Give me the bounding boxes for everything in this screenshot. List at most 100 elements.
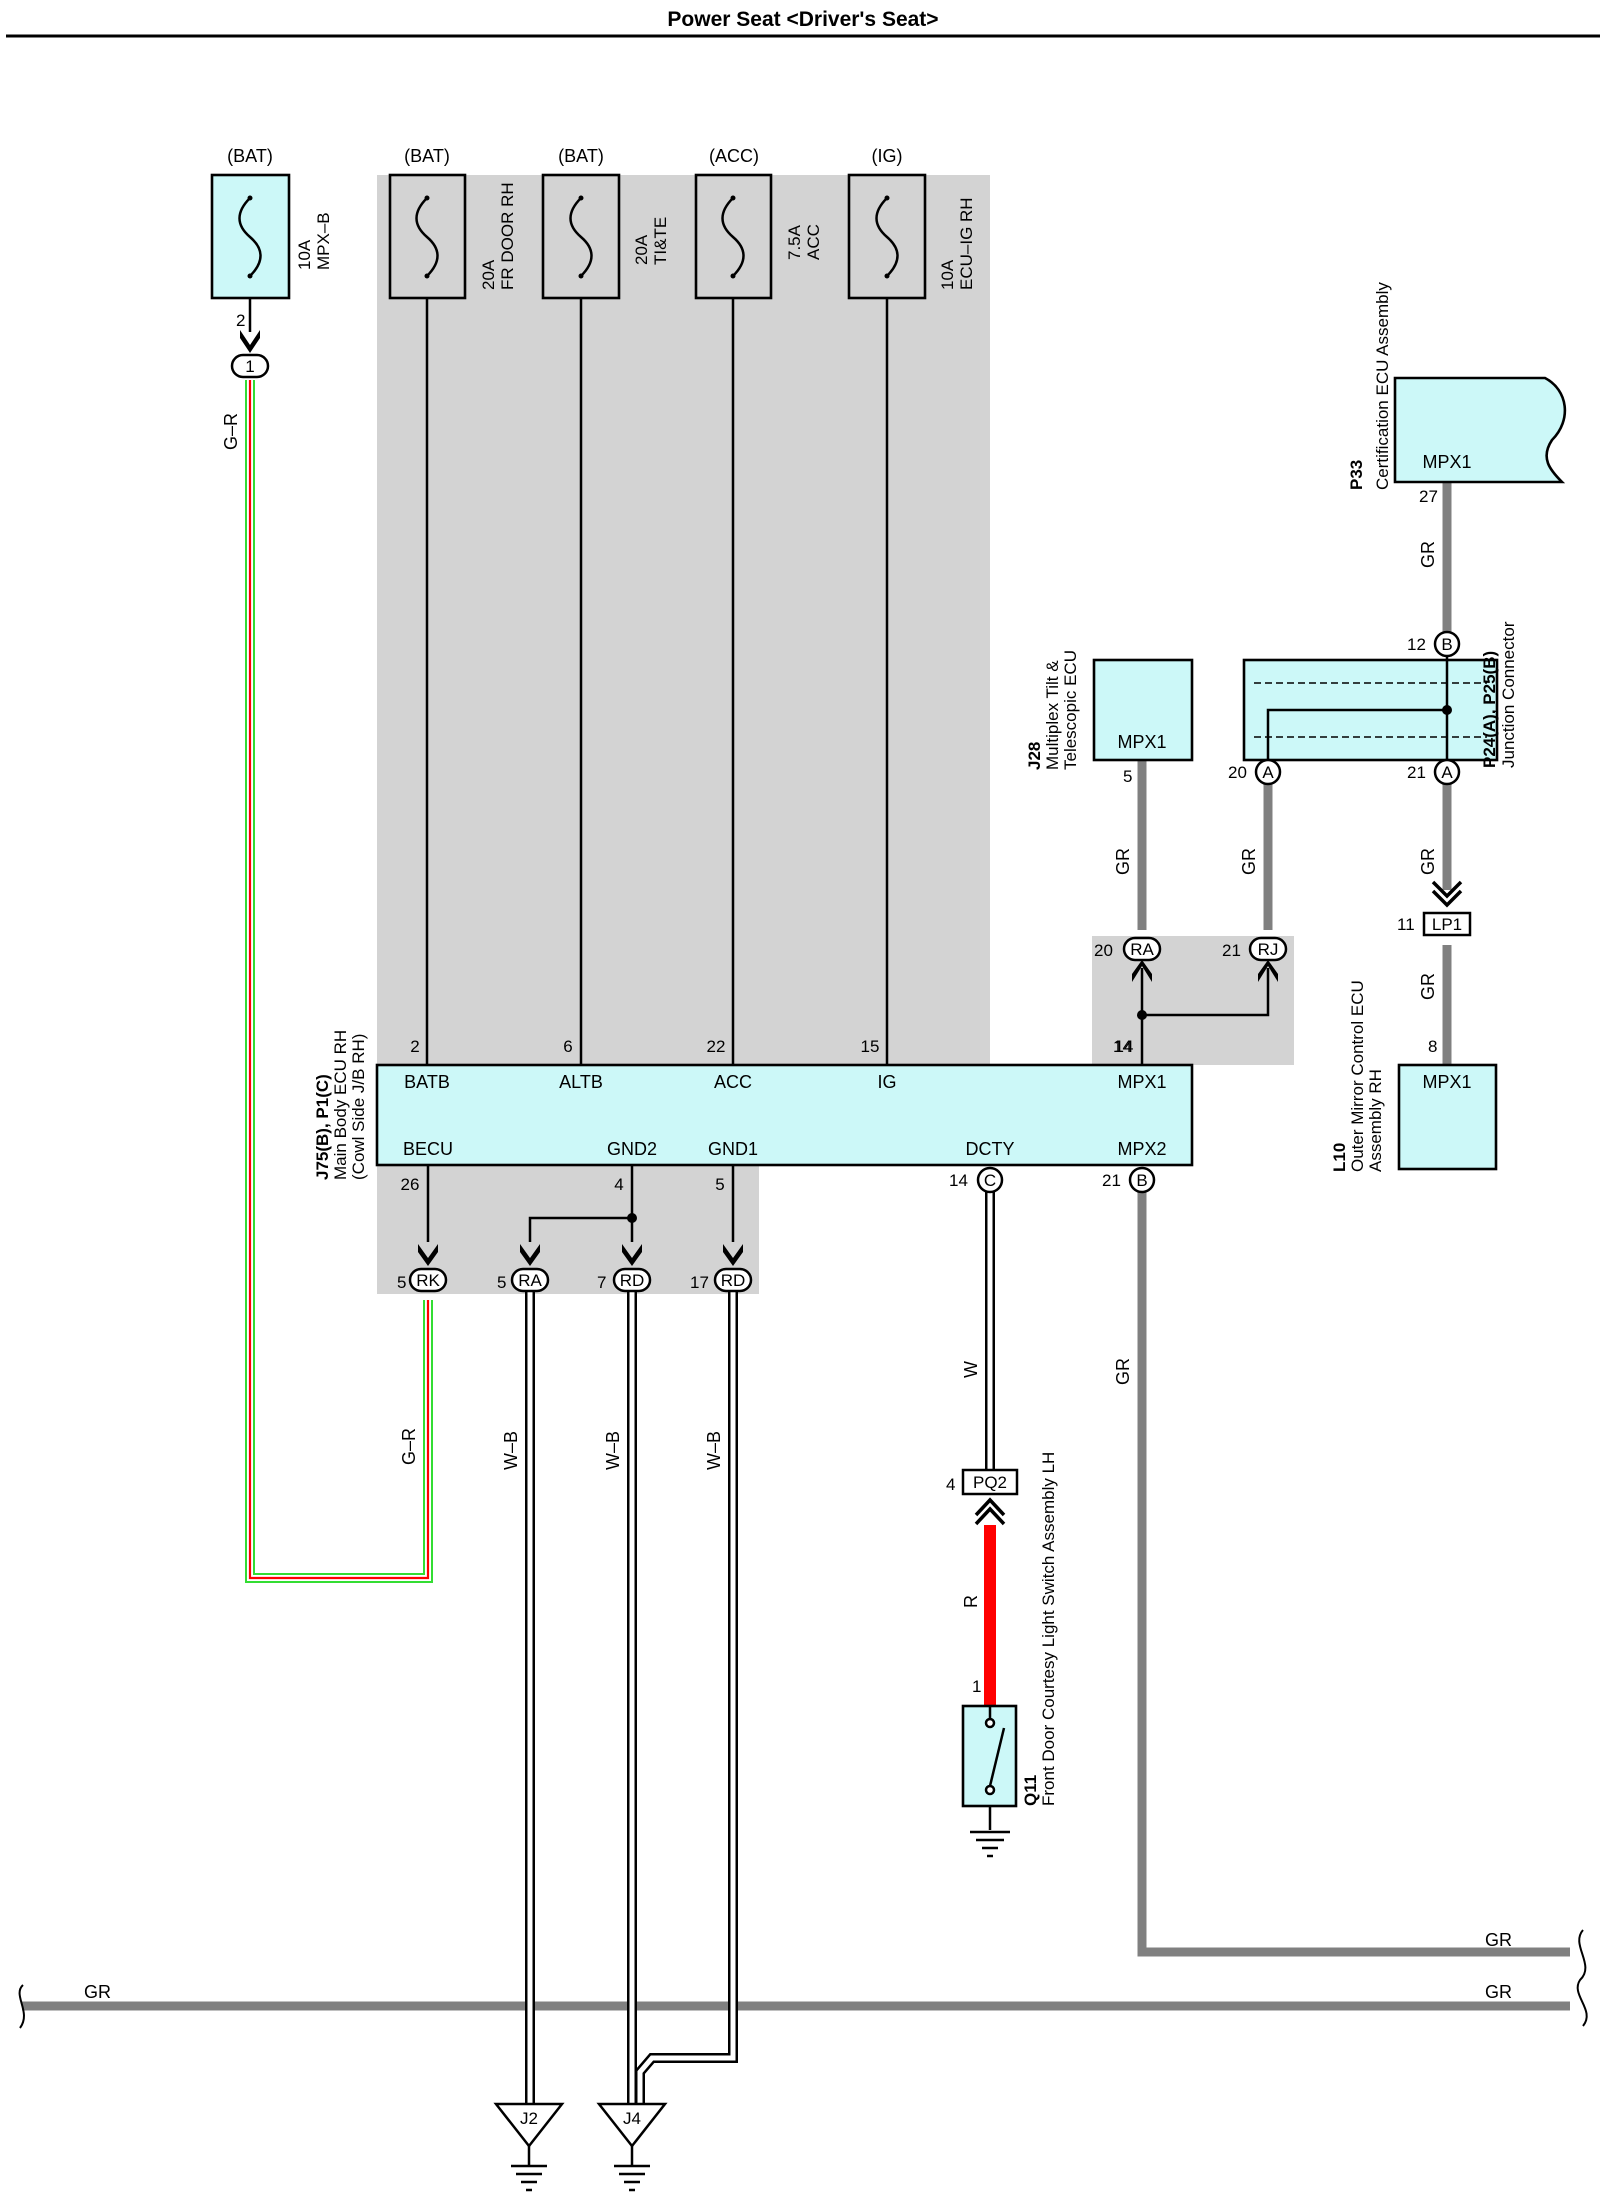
svg-text:14: 14 (949, 1171, 968, 1190)
wire-color-g-r: G–R (399, 1428, 419, 1465)
ecu-label: J75(B), P1(C) Main Body ECU RH (Cowl Sid… (313, 1030, 368, 1180)
pin-label: 14 (1113, 1037, 1132, 1056)
pin-label: 22 (707, 1037, 726, 1056)
svg-text:J2: J2 (520, 2109, 538, 2128)
fuse-feed-wires (425, 298, 889, 1065)
svg-text:21: 21 (1407, 763, 1426, 782)
fuse-icon (721, 197, 745, 277)
fuse-icon (875, 197, 899, 277)
connector-ra: 5 RA (497, 1267, 550, 1293)
svg-text:P24(A), P25(B): P24(A), P25(B) (1480, 651, 1499, 768)
svg-text:A: A (1441, 763, 1453, 782)
wire-color-w-b: W–B (501, 1431, 521, 1470)
svg-text:Multiplex Tilt &: Multiplex Tilt & (1043, 660, 1062, 770)
wire-color-gr: GR (1113, 1358, 1133, 1385)
connector-ra-20: 20 RA (1094, 936, 1162, 982)
wire-g-r (245, 380, 433, 1583)
connector-pq2: 4 PQ2 (946, 1468, 1019, 1526)
svg-text:27: 27 (1419, 487, 1438, 506)
svg-text:Outer Mirror Control ECU: Outer Mirror Control ECU (1348, 980, 1367, 1172)
fuse-icon (238, 197, 262, 277)
fuse-rating: 7.5A (785, 224, 804, 260)
connector-lp1: 11 LP1 (1397, 880, 1472, 937)
svg-text:RK: RK (416, 1271, 440, 1290)
main-body-ecu: J75(B), P1(C) Main Body ECU RH (Cowl Sid… (313, 1030, 1194, 1194)
svg-text:A: A (1262, 763, 1274, 782)
q11-switch: 1 Q11 Front Door Courtesy Light Switch A… (961, 1452, 1058, 1858)
terminal-label: GND2 (607, 1139, 657, 1159)
svg-text:B: B (1136, 1171, 1147, 1190)
shaded-fuse-block (377, 175, 990, 1065)
wire-color-gr: GR (1418, 541, 1438, 568)
svg-text:20: 20 (1228, 763, 1247, 782)
svg-text:C: C (984, 1171, 996, 1190)
q11-code: Q11 (1021, 1775, 1040, 1806)
fuse-name: ACC (804, 224, 823, 260)
svg-text:MPX1: MPX1 (1117, 732, 1166, 752)
connector-c: 14 C (949, 1166, 1004, 1194)
svg-text:(Cowl Side J/B RH): (Cowl Side J/B RH) (349, 1034, 368, 1180)
fuse-fr-door-rh: (BAT) 20A FR DOOR RH (388, 146, 517, 300)
ground-j4: J4 (596, 2102, 668, 2192)
wire-color-w-b: W–B (603, 1431, 623, 1470)
fuse-source-label: (IG) (872, 146, 903, 166)
wire-color-gr: GR (1113, 848, 1133, 875)
svg-text:Main Body ECU RH: Main Body ECU RH (331, 1030, 350, 1180)
fuse-source-label: (BAT) (558, 146, 604, 166)
svg-text:L10: L10 (1330, 1143, 1349, 1172)
fuse-acc: (ACC) 7.5A ACC (694, 146, 823, 300)
svg-text:4: 4 (946, 1475, 955, 1494)
svg-text:5: 5 (497, 1273, 506, 1292)
svg-text:RD: RD (620, 1271, 645, 1290)
arrow-icon (418, 1244, 743, 1266)
svg-text:5: 5 (1123, 767, 1132, 786)
wire-color-w-b: W–B (704, 1431, 724, 1470)
svg-text:J4: J4 (623, 2109, 641, 2128)
fuse-rating: 10A (295, 239, 314, 270)
svg-text:21: 21 (1222, 941, 1241, 960)
switch-contact (988, 1727, 1006, 1787)
pin-label: 4 (614, 1175, 623, 1194)
svg-text:RA: RA (1130, 940, 1154, 959)
svg-text:PQ2: PQ2 (973, 1473, 1007, 1492)
svg-text:Telescopic ECU: Telescopic ECU (1061, 650, 1080, 770)
wire-color-gr: GR (1485, 1982, 1512, 2002)
svg-text:P33: P33 (1347, 460, 1366, 490)
pin-label: 5 (715, 1175, 724, 1194)
fuse-ti-te: (BAT) 20A TI&TE (541, 146, 670, 300)
svg-text:MPX1: MPX1 (1422, 452, 1471, 472)
pin-label: 14 (1115, 1037, 1134, 1056)
fuse-mpx-b: (BAT) 10A MPX–B (210, 146, 333, 300)
wire-color-g-r: G–R (221, 413, 241, 450)
svg-text:RD: RD (721, 1271, 746, 1290)
page-title: Power Seat <Driver's Seat> (667, 8, 938, 31)
wire-color-gr: GR (1485, 1930, 1512, 1950)
terminal-label: BECU (403, 1139, 453, 1159)
break-marks (18, 1929, 1588, 2029)
svg-text:12: 12 (1407, 635, 1426, 654)
junction-dot (627, 1213, 637, 1223)
svg-text:5: 5 (397, 1273, 406, 1292)
fuse-name: ECU–IG RH (957, 197, 976, 290)
connector-1-label: 1 (245, 357, 254, 376)
connector-b: 21 B (1102, 1166, 1156, 1194)
ground-icon (614, 2164, 650, 2192)
svg-text:Assembly RH: Assembly RH (1366, 1069, 1385, 1172)
connector-1 (230, 353, 270, 379)
svg-text:Junction Connector: Junction Connector (1499, 621, 1518, 768)
wire-color-gr: GR (1418, 848, 1438, 875)
svg-text:17: 17 (690, 1273, 709, 1292)
fuse-source-label: (BAT) (227, 146, 273, 166)
connector-rk: 5 RK (397, 1267, 448, 1293)
fuse-ecu-ig-rh: (IG) 10A ECU–IG RH (847, 146, 976, 300)
svg-text:B: B (1441, 635, 1452, 654)
mpxb-pin-label: 2 (236, 311, 245, 330)
fuse-source-label: (ACC) (709, 146, 759, 166)
wire-color-gr: GR (1418, 973, 1438, 1000)
wire-color-gr: GR (84, 1982, 111, 2002)
p33-certification-ecu: MPX1 27 P33 Certification ECU Assembly (1347, 282, 1567, 506)
terminal-label: BATB (404, 1072, 450, 1092)
fuse-source-label: (BAT) (404, 146, 450, 166)
fuse-name: FR DOOR RH (498, 182, 517, 290)
svg-text:8: 8 (1428, 1037, 1437, 1056)
